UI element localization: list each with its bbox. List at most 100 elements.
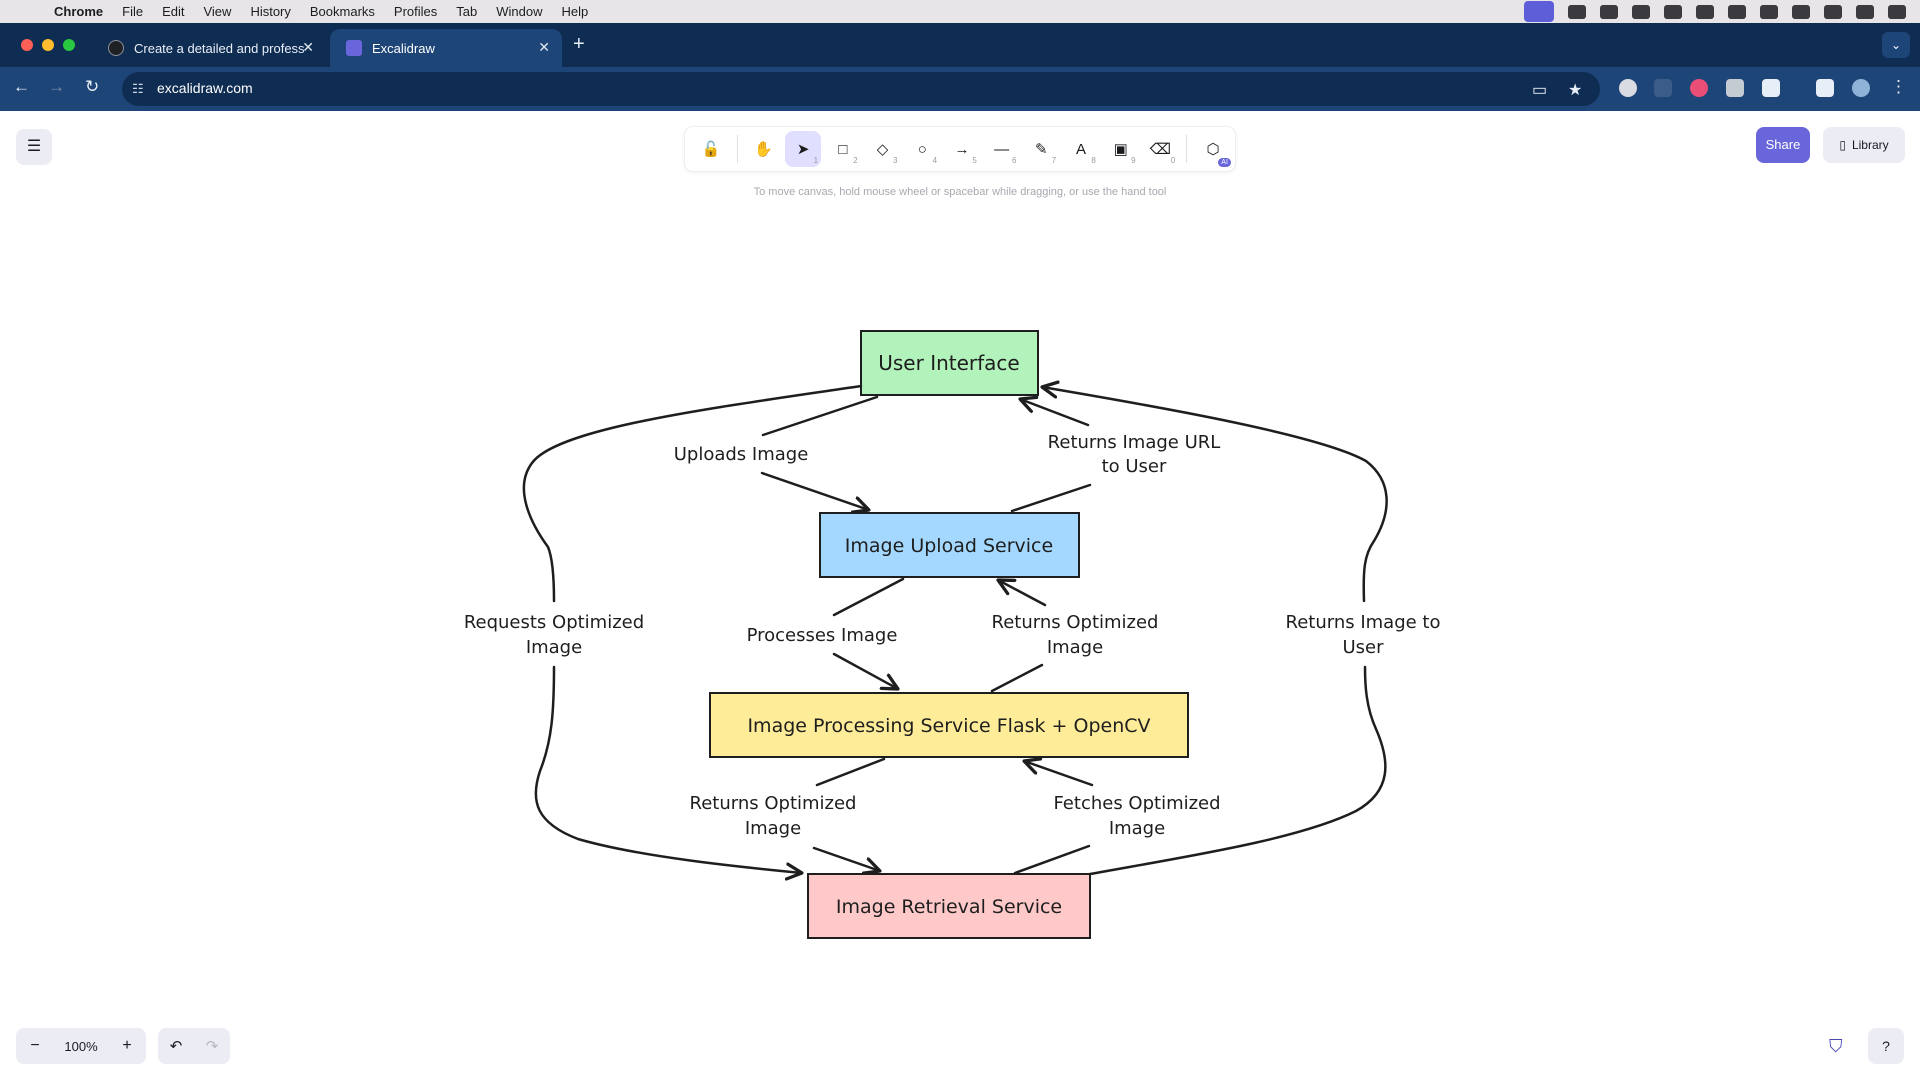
extension-4-icon[interactable] [1726,79,1744,97]
tab-chatgpt[interactable]: Create a detailed and profess ✕ [92,29,326,67]
menu-help[interactable]: Help [561,4,589,19]
wifi-icon[interactable] [1792,4,1810,19]
edge-returns-optimized-image-lower[interactable]: Returns Optimized Image [690,757,886,871]
help-button[interactable]: ? [1868,1028,1904,1064]
hand-tool-icon[interactable]: ✋ [746,131,782,167]
tab-title: Excalidraw [372,40,435,56]
menu-window[interactable]: Window [496,4,543,19]
maximize-window-button[interactable] [63,39,75,51]
profile-avatar[interactable] [1852,79,1870,97]
bookmark-star-icon[interactable]: ★ [1568,82,1583,99]
encryption-shield-icon[interactable]: ⛉ [1829,1036,1843,1056]
reload-icon[interactable]: ↻ [85,77,100,96]
extension-2-icon[interactable] [1654,79,1672,97]
excalidraw-canvas[interactable]: User Interface Image Upload Service Imag… [0,111,1920,1080]
forward-arrow-icon[interactable]: → [48,77,65,96]
install-app-icon[interactable]: ▭ [1532,82,1548,99]
arrow-tool-icon[interactable]: → 5 [944,131,980,167]
edge-returns-image-to-user[interactable]: Returns Image to User [1042,387,1441,876]
menu-tab[interactable]: Tab [456,4,478,19]
zoom-controls: − 100% + [16,1028,146,1064]
book-icon: ▯ [1839,138,1846,152]
node-image-processing-service[interactable]: Image Processing Service Flask + OpenCV [709,692,1189,758]
close-tab-icon[interactable]: ✕ [538,39,550,55]
eraser-tool-icon[interactable]: ⌫ 0 [1143,131,1179,167]
menu-edit[interactable]: Edit [162,4,185,19]
lock-tool-icon[interactable]: 🔓 [693,131,729,167]
chatgpt-favicon-icon [108,40,124,56]
zoom-out-button[interactable]: − [30,1037,40,1054]
ellipse-tool-icon[interactable]: ○ 4 [904,131,940,167]
tab-excalidraw[interactable]: Excalidraw ✕ [330,29,562,67]
macos-menu-bar: Chrome File Edit View History Bookmarks … [0,0,1920,23]
control-center-icon[interactable] [1856,4,1874,19]
url-text[interactable]: excalidraw.com [157,80,253,96]
app-icon[interactable] [1696,4,1714,19]
shortcut-key: 7 [1051,156,1057,165]
main-menu-icon[interactable]: ☰ [16,129,52,165]
menu-app-chrome[interactable]: Chrome [54,4,104,19]
back-arrow-icon[interactable]: ← [13,77,30,96]
screen-share-icon[interactable] [1524,1,1554,22]
siri-icon[interactable] [1888,4,1906,19]
spotlight-search-icon[interactable] [1824,4,1842,19]
redo-button[interactable]: ↷ [205,1038,219,1055]
edge-uploads-image[interactable]: Uploads Image [674,395,879,510]
zoom-level-reset[interactable]: 100% [64,1038,98,1054]
extension-1-icon[interactable] [1619,79,1637,97]
edge-fetches-optimized-image[interactable]: Fetches Optimized Image [1013,761,1221,875]
chrome-menu-icon[interactable]: ⋮ [1890,77,1907,96]
audio-icon[interactable] [1568,4,1586,19]
timer-icon[interactable] [1728,4,1746,19]
evernote-icon[interactable] [1600,4,1618,19]
diamond-tool-icon[interactable]: ◇ 3 [865,131,901,167]
edge-label: Requests Optimized [464,612,644,633]
node-user-interface[interactable]: User Interface [860,330,1039,396]
ai-tools-icon[interactable]: ⬡ AI [1195,131,1231,167]
download-icon[interactable] [1816,79,1834,97]
ai-badge: AI [1218,158,1231,167]
new-tab-icon[interactable]: + [573,33,585,55]
text-tool-icon[interactable]: A 8 [1063,131,1099,167]
pencil-tool-icon[interactable]: ✎ 7 [1023,131,1059,167]
extension-3-icon[interactable] [1690,79,1708,97]
edge-processes-image[interactable]: Processes Image [747,577,905,689]
line-glyph: — [994,140,1010,158]
zoom-in-button[interactable]: + [122,1037,132,1054]
dropbox-icon[interactable] [1632,4,1650,19]
edge-returns-optimized-image-upper[interactable]: Returns Optimized Image [990,580,1159,693]
library-label: Library [1851,138,1889,152]
shortcut-key: 2 [853,156,858,165]
battery-app-icon[interactable] [1760,4,1778,19]
edge-requests-optimized-image[interactable]: Requests Optimized Image [464,384,863,873]
line-tool-icon[interactable]: — 6 [984,131,1020,167]
extensions-puzzle-icon[interactable] [1762,79,1780,97]
creative-cloud-icon[interactable] [1664,4,1682,19]
selection-tool-icon[interactable]: ➤ 1 [785,131,822,167]
ellipse-glyph: ○ [917,140,927,158]
minimize-window-button[interactable] [42,39,54,51]
close-window-button[interactable] [21,39,33,51]
menu-profiles[interactable]: Profiles [393,4,438,19]
site-info-icon[interactable]: ☷ [132,81,144,96]
edge-label: Image [526,637,582,658]
image-tool-icon[interactable]: ▣ 9 [1103,131,1139,167]
node-image-retrieval-service[interactable]: Image Retrieval Service [807,873,1091,939]
library-button[interactable]: ▯ Library [1823,127,1905,163]
edge-label: Returns Optimized [992,612,1159,633]
edge-returns-image-url[interactable]: Returns Image URL to User [1010,399,1220,513]
chrome-tab-strip: Create a detailed and profess ✕ Excalidr… [0,23,1920,67]
close-tab-icon[interactable]: ✕ [302,39,314,55]
node-image-upload-service[interactable]: Image Upload Service [819,512,1080,578]
menu-view[interactable]: View [203,4,232,19]
address-bar[interactable]: ☷ excalidraw.com ▭ ★ [122,72,1600,106]
tab-search-chevron-icon[interactable]: ⌄ [1882,32,1910,58]
share-button[interactable]: Share [1756,127,1810,163]
undo-button[interactable]: ↶ [169,1038,183,1055]
diamond-glyph: ◇ [876,141,889,158]
menu-bookmarks[interactable]: Bookmarks [309,4,375,19]
rectangle-tool-icon[interactable]: □ 2 [825,131,861,167]
menu-history[interactable]: History [250,4,291,19]
canvas-hint: To move canvas, hold mouse wheel or spac… [753,186,1167,198]
menu-file[interactable]: File [122,4,144,19]
